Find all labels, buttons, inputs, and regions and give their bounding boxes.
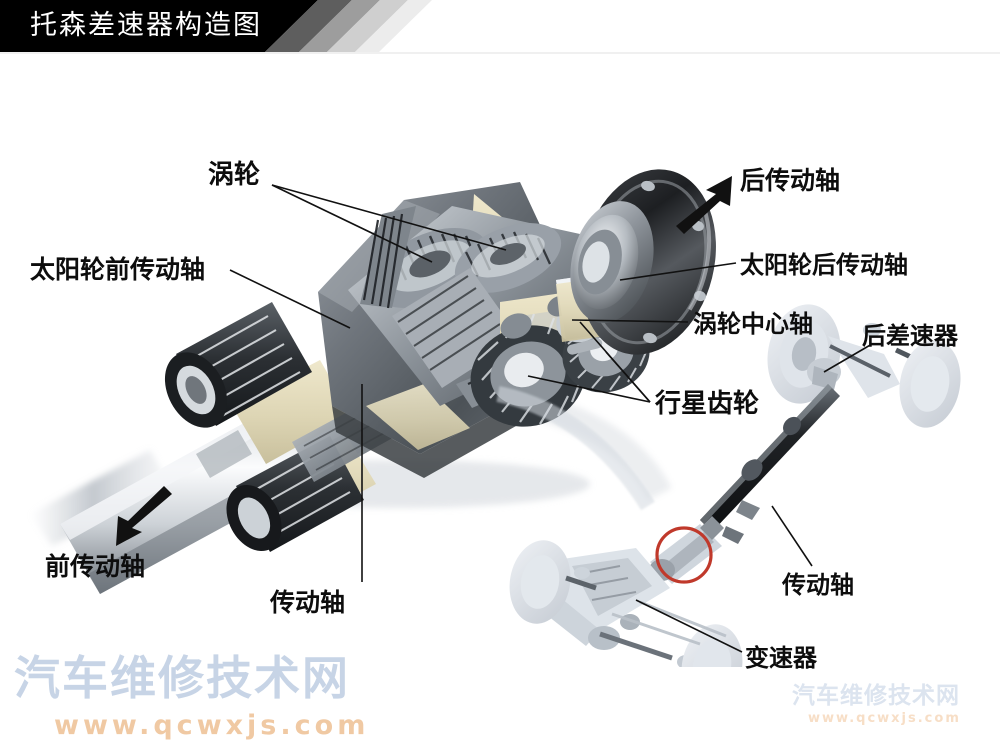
torsen-differential-illustration bbox=[30, 169, 961, 667]
inset-front-axles bbox=[565, 567, 695, 667]
callout-transmission: 变速器 bbox=[745, 644, 817, 672]
leader-worm-wheel-b bbox=[271, 184, 507, 251]
header-bar: 托森差速器构造图 bbox=[0, 0, 1000, 52]
watermark-secondary: 汽车维修技术网 www.qcwxjs.com bbox=[792, 676, 961, 726]
leader-sun-front bbox=[229, 269, 351, 329]
header-black-panel bbox=[0, 0, 318, 52]
inset-far-wheel bbox=[899, 340, 961, 428]
worm-wheel-gear-b bbox=[454, 223, 562, 293]
inset-center-differential bbox=[649, 516, 724, 584]
arrow-front-drive-shaft bbox=[116, 486, 172, 546]
direction-arrows bbox=[116, 176, 732, 546]
inset-propeller-shaft bbox=[700, 384, 840, 544]
callout-rear-differential: 后差速器 bbox=[862, 322, 958, 350]
callout-front-drive-shaft: 前传动轴 bbox=[45, 552, 146, 581]
leader-prop-shaft-inset bbox=[771, 505, 813, 567]
callout-rear-drive-shaft: 后传动轴 bbox=[740, 166, 841, 195]
callout-leader-lines bbox=[229, 184, 873, 653]
highlight-circle bbox=[655, 526, 713, 584]
leader-worm-wheel-a bbox=[271, 184, 433, 263]
watermark-secondary-text: 汽车维修技术网 bbox=[792, 683, 960, 709]
callout-propeller-shaft-inset: 传动轴 bbox=[782, 571, 854, 599]
rear-flange bbox=[570, 169, 716, 355]
leader-transmission bbox=[635, 599, 743, 653]
watermark-secondary-url: www.qcwxjs.com bbox=[808, 711, 961, 726]
header-divider bbox=[0, 52, 1000, 54]
callout-worm-wheel: 涡轮 bbox=[208, 160, 261, 190]
watermark-primary-url: www.qcwxjs.com bbox=[54, 710, 370, 741]
callout-sun-gear-front-shaft: 太阳轮前传动轴 bbox=[30, 255, 206, 284]
inset-front-wheel-left bbox=[509, 540, 571, 624]
leader-rear-diff bbox=[823, 343, 873, 373]
page-title: 托森差速器构造图 bbox=[30, 10, 262, 41]
front-drive-shaft-assembly bbox=[30, 302, 414, 594]
inset-front-wheel-right bbox=[681, 624, 743, 667]
callout-worm-center-shaft: 涡轮中心轴 bbox=[693, 310, 813, 338]
callout-planetary-gear: 行星齿轮 bbox=[655, 389, 760, 419]
leader-planet-c bbox=[579, 321, 651, 403]
front-helical-gear-upper bbox=[164, 302, 312, 428]
leader-sun-rear bbox=[619, 262, 737, 281]
leader-planet-a bbox=[527, 375, 651, 403]
diagram-stage: 涡轮 后传动轴 太阳轮前传动轴 太阳轮后传动轴 涡轮中心轴 后差速器 行星齿轮 … bbox=[0, 54, 1000, 741]
leader-worm-center bbox=[571, 319, 689, 323]
arrow-rear-drive-shaft bbox=[676, 176, 732, 234]
callout-propeller-shaft-main: 传动轴 bbox=[270, 588, 346, 617]
callout-sun-gear-rear-shaft: 太阳轮后传动轴 bbox=[740, 251, 908, 279]
